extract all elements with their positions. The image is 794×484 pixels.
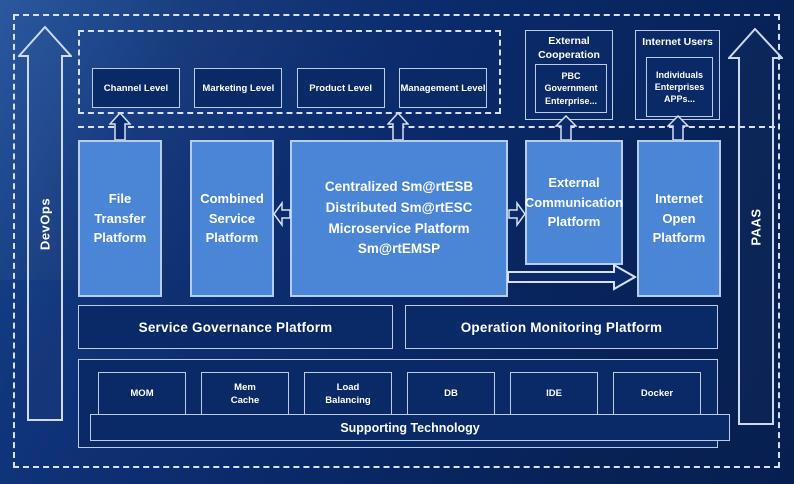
service-governance-platform-label: Service Governance Platform — [138, 319, 333, 335]
internet-open-platform-box: Internet Open Platform — [637, 140, 721, 297]
channel-level-box: Channel Level — [92, 68, 180, 108]
outer-dashed-border — [13, 14, 780, 468]
mom-label: MOM — [130, 388, 154, 400]
ide-box: IDE — [510, 372, 598, 416]
load-balancing-box: Load Balancing — [304, 372, 392, 416]
paas-rail: PAAS — [728, 28, 783, 425]
supporting-technology-label: Supporting Technology — [340, 420, 480, 435]
right-arrow-icon — [508, 201, 526, 227]
individuals-enterprises-apps-label: Individuals Enterprises APPs... — [654, 69, 705, 105]
pbc-government-enterprise-label: PBC Government Enterprise... — [544, 71, 598, 106]
mem-cache-box: Mem Cache — [201, 372, 289, 416]
operation-monitoring-platform-box: Operation Monitoring Platform — [405, 305, 718, 349]
up-arrow-icon — [109, 112, 131, 141]
product-level-box: Product Level — [296, 68, 385, 108]
supporting-technology-bar: Supporting Technology — [90, 414, 730, 441]
db-label: DB — [444, 388, 458, 400]
internet-users-title: Internet Users — [642, 36, 713, 48]
docker-label: Docker — [640, 388, 674, 400]
mom-box: MOM — [98, 372, 186, 416]
devops-label: DevOps — [37, 197, 53, 250]
pbc-government-enterprise-box: PBC Government Enterprise... — [535, 64, 607, 113]
dashed-separator-line — [78, 126, 775, 128]
external-communication-platform-label: External Communication Platform — [524, 175, 624, 230]
product-level-label: Product Level — [309, 82, 373, 94]
levels-dashed-band: Channel Level Marketing Level Product Le… — [78, 30, 501, 114]
devops-rail: DevOps — [18, 26, 72, 421]
devops-up-arrow-icon — [18, 26, 72, 421]
file-transfer-platform-box: File Transfer Platform — [78, 140, 162, 297]
combined-service-platform-box: Combined Service Platform — [190, 140, 274, 297]
db-box: DB — [407, 372, 495, 416]
paas-label: PAAS — [748, 207, 763, 246]
marketing-level-label: Marketing Level — [202, 82, 275, 94]
service-governance-platform-box: Service Governance Platform — [78, 305, 393, 349]
internet-open-platform-label: Internet Open Platform — [652, 191, 706, 246]
individuals-enterprises-apps-box: Individuals Enterprises APPs... — [646, 57, 713, 117]
central-line-2: Distributed Sm@rtESC — [325, 199, 473, 215]
docker-box: Docker — [613, 372, 701, 416]
external-communication-platform-box: External Communication Platform — [525, 140, 623, 265]
management-level-box: Management Level — [398, 68, 487, 108]
file-transfer-platform-label: File Transfer Platform — [93, 191, 147, 246]
central-line-3: Microservice Platform Sm@rtEMSP — [328, 220, 470, 257]
management-level-label: Management Level — [400, 82, 486, 94]
central-esb-platform-box: Centralized Sm@rtESB Distributed Sm@rtES… — [290, 140, 508, 297]
up-arrow-icon — [387, 112, 409, 141]
up-arrow-icon — [667, 115, 689, 141]
internet-users-box: Internet Users Individuals Enterprises A… — [635, 30, 720, 120]
up-arrow-icon — [555, 115, 577, 141]
external-cooperation-title: External Cooperation — [538, 35, 600, 61]
left-arrow-icon — [273, 201, 291, 227]
mem-cache-label: Mem Cache — [230, 381, 260, 406]
ide-label: IDE — [546, 388, 562, 400]
channel-level-label: Channel Level — [103, 82, 169, 94]
external-cooperation-box: External Cooperation PBC Government Ente… — [525, 30, 613, 120]
right-long-arrow-icon — [507, 263, 637, 291]
marketing-level-box: Marketing Level — [194, 68, 283, 108]
operation-monitoring-platform-label: Operation Monitoring Platform — [460, 319, 663, 335]
combined-service-platform-label: Combined Service Platform — [200, 191, 264, 246]
paas-up-arrow-icon — [728, 28, 783, 425]
central-line-1: Centralized Sm@rtESB — [324, 178, 474, 194]
load-balancing-label: Load Balancing — [325, 381, 371, 406]
